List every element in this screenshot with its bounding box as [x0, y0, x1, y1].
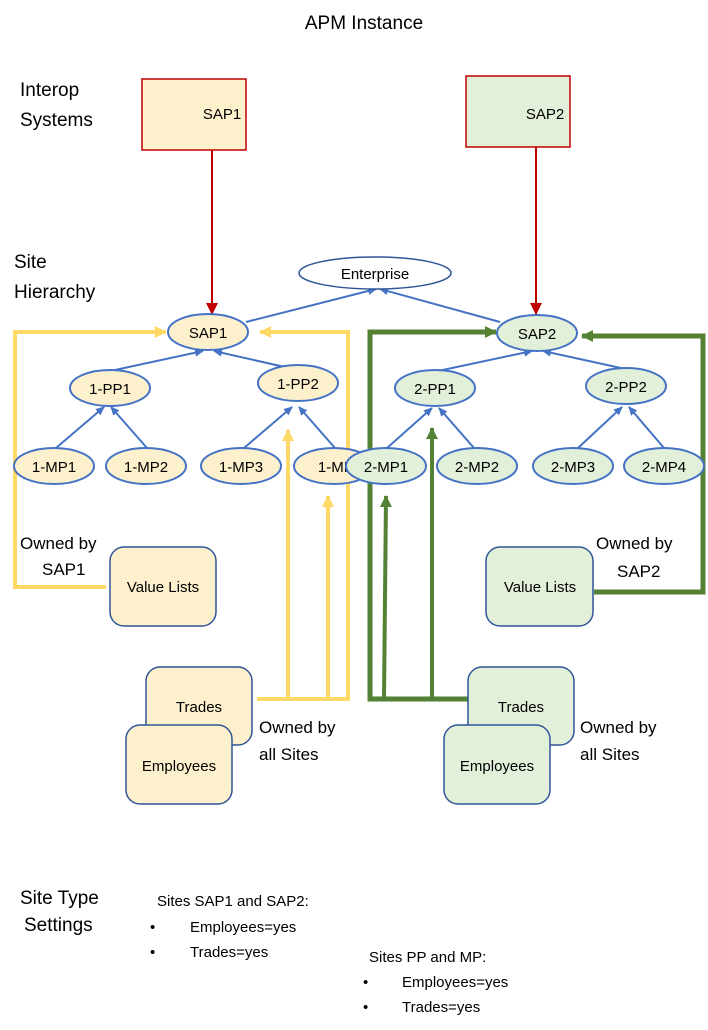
section-label-settings-line1: Site Type	[20, 888, 99, 909]
interop-system-sap1-label: SAP1	[203, 106, 241, 123]
trades-sap1-label: Trades	[176, 699, 222, 716]
node-2-pp2[interactable]: 2-PP2	[585, 367, 667, 405]
settings-group-sap-heading: Sites SAP1 and SAP2:	[157, 893, 309, 910]
node-2-mp4-label: 2-MP4	[642, 459, 686, 476]
section-label-hierarchy-line2: Hierarchy	[14, 282, 96, 303]
value-lists-sap1-label: Value Lists	[127, 579, 199, 596]
node-enterprise-label: Enterprise	[341, 266, 409, 283]
node-1-mp3-label: 1-MP3	[219, 459, 263, 476]
interop-system-sap2[interactable]: SAP2	[465, 75, 571, 148]
node-1-pp2-label: 1-PP2	[277, 376, 319, 393]
value-lists-sap1[interactable]: Value Lists	[109, 546, 217, 627]
interop-system-sap2-label: SAP2	[526, 106, 564, 123]
section-label-hierarchy-line1: Site	[14, 252, 47, 273]
settings-group-pp-mp: Sites PP and MP: • Employees=yes • Trade…	[363, 949, 508, 1016]
settings-item: Employees=yes	[190, 919, 296, 936]
settings-item: Employees=yes	[402, 974, 508, 991]
bullet-icon: •	[363, 999, 368, 1016]
owned-by-all-sap2-line2: all Sites	[580, 745, 640, 764]
bullet-icon: •	[363, 974, 368, 991]
node-enterprise[interactable]: Enterprise	[298, 256, 452, 290]
node-1-mp2[interactable]: 1-MP2	[105, 447, 187, 485]
owned-by-sap1-line2: SAP1	[42, 560, 85, 579]
node-2-pp1[interactable]: 2-PP1	[394, 369, 476, 407]
node-1-pp1[interactable]: 1-PP1	[69, 369, 151, 407]
node-site-sap1[interactable]: SAP1	[167, 313, 249, 351]
node-site-sap2-label: SAP2	[518, 326, 556, 343]
sap1-ownership-links	[13, 326, 350, 701]
node-site-sap2[interactable]: SAP2	[496, 314, 578, 352]
trades-sap2-label: Trades	[498, 699, 544, 716]
bullet-icon: •	[150, 944, 155, 961]
settings-group-sap: Sites SAP1 and SAP2: • Employees=yes • T…	[150, 893, 309, 961]
node-2-mp3[interactable]: 2-MP3	[532, 447, 614, 485]
section-label-interop-line2: Systems	[20, 110, 93, 131]
node-1-pp2[interactable]: 1-PP2	[257, 364, 339, 402]
employees-sap2-label: Employees	[460, 758, 534, 775]
node-1-mp1-label: 1-MP1	[32, 459, 76, 476]
node-2-mp1-label: 2-MP1	[364, 459, 408, 476]
node-2-mp1[interactable]: 2-MP1	[345, 447, 427, 485]
node-2-pp2-label: 2-PP2	[605, 379, 647, 396]
node-2-mp3-label: 2-MP3	[551, 459, 595, 476]
node-1-mp1[interactable]: 1-MP1	[13, 447, 95, 485]
settings-item: Trades=yes	[190, 944, 268, 961]
node-1-mp3[interactable]: 1-MP3	[200, 447, 282, 485]
hierarchy-edges	[55, 287, 665, 449]
node-site-sap1-label: SAP1	[189, 325, 227, 342]
node-1-pp1-label: 1-PP1	[89, 381, 131, 398]
value-lists-sap2-label: Value Lists	[504, 579, 576, 596]
value-lists-sap2[interactable]: Value Lists	[485, 546, 594, 627]
employees-sap1[interactable]: Employees	[125, 724, 233, 805]
node-2-mp2-label: 2-MP2	[455, 459, 499, 476]
owned-by-all-sap1-line2: all Sites	[259, 745, 319, 764]
interop-system-sap1[interactable]: SAP1	[141, 78, 247, 151]
employees-sap1-label: Employees	[142, 758, 216, 775]
owned-by-all-sap1-line1: Owned by	[259, 718, 336, 737]
node-2-mp2[interactable]: 2-MP2	[436, 447, 518, 485]
owned-by-all-sap2-line1: Owned by	[580, 718, 657, 737]
section-label-settings-line2: Settings	[24, 915, 93, 936]
employees-sap2[interactable]: Employees	[443, 724, 551, 805]
settings-group-pp-mp-heading: Sites PP and MP:	[369, 949, 486, 966]
owned-by-sap2-line2: SAP2	[617, 562, 660, 581]
diagram-title: APM Instance	[305, 13, 423, 34]
node-1-mp2-label: 1-MP2	[124, 459, 168, 476]
bullet-icon: •	[150, 919, 155, 936]
settings-item: Trades=yes	[402, 999, 480, 1016]
owned-by-sap1-line1: Owned by	[20, 534, 97, 553]
section-label-interop-line1: Interop	[20, 80, 79, 101]
node-2-pp1-label: 2-PP1	[414, 381, 456, 398]
owned-by-sap2-line1: Owned by	[596, 534, 673, 553]
node-2-mp4[interactable]: 2-MP4	[623, 447, 705, 485]
